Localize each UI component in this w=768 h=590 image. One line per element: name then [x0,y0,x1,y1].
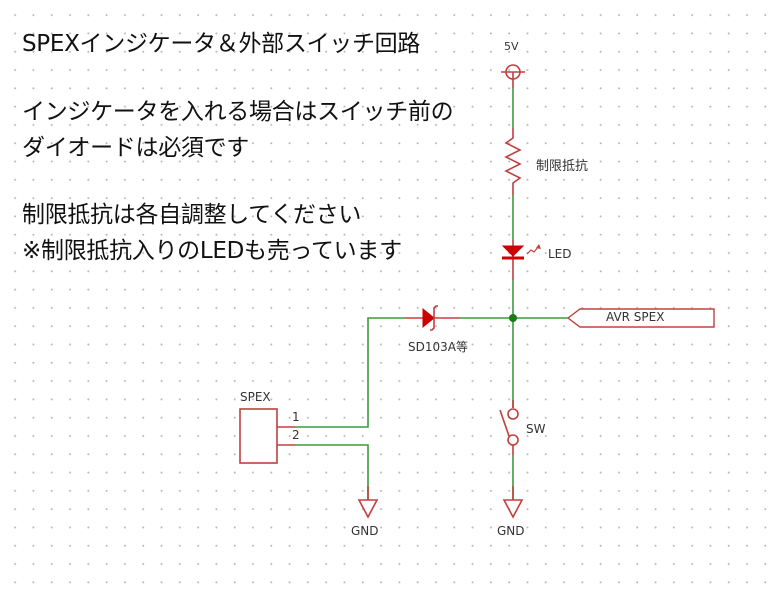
resistor-label: 制限抵抗 [536,159,589,174]
net-label-shape [566,308,715,328]
power-5v-symbol [501,64,525,88]
note-line-2: ダイオードは必須です [22,135,250,161]
wires [295,88,568,500]
switch-symbol [499,400,519,455]
schottky-diode-symbol [405,305,460,331]
gnd-right-symbol [502,486,524,519]
led-symbol [501,240,541,280]
pin-1-label: 1 [292,410,300,424]
gnd-left-symbol [357,486,379,519]
led-label: LED [548,247,572,261]
switch-label: SW [526,422,546,436]
connector-label: SPEX [240,390,271,404]
connector-spex-symbol [239,408,295,464]
note-line-4: ※制限抵抗入りのLEDも売っています [22,238,402,264]
diode-label: SD103A等 [408,340,468,354]
resistor-symbol [504,128,522,195]
gnd-right-label: GND [497,524,525,538]
net-label-avr-spex: AVR SPEX [606,310,665,324]
gnd-left-label: GND [351,524,379,538]
note-line-3: 制限抵抗は各自調整してください [22,202,362,228]
power-label: 5V [504,40,519,53]
junction-dot [509,314,517,322]
pin-2-label: 2 [292,428,300,442]
title-note: SPEXインジケータ＆外部スイッチ回路 [22,31,421,57]
note-line-1: インジケータを入れる場合はスイッチ前の [22,99,454,125]
